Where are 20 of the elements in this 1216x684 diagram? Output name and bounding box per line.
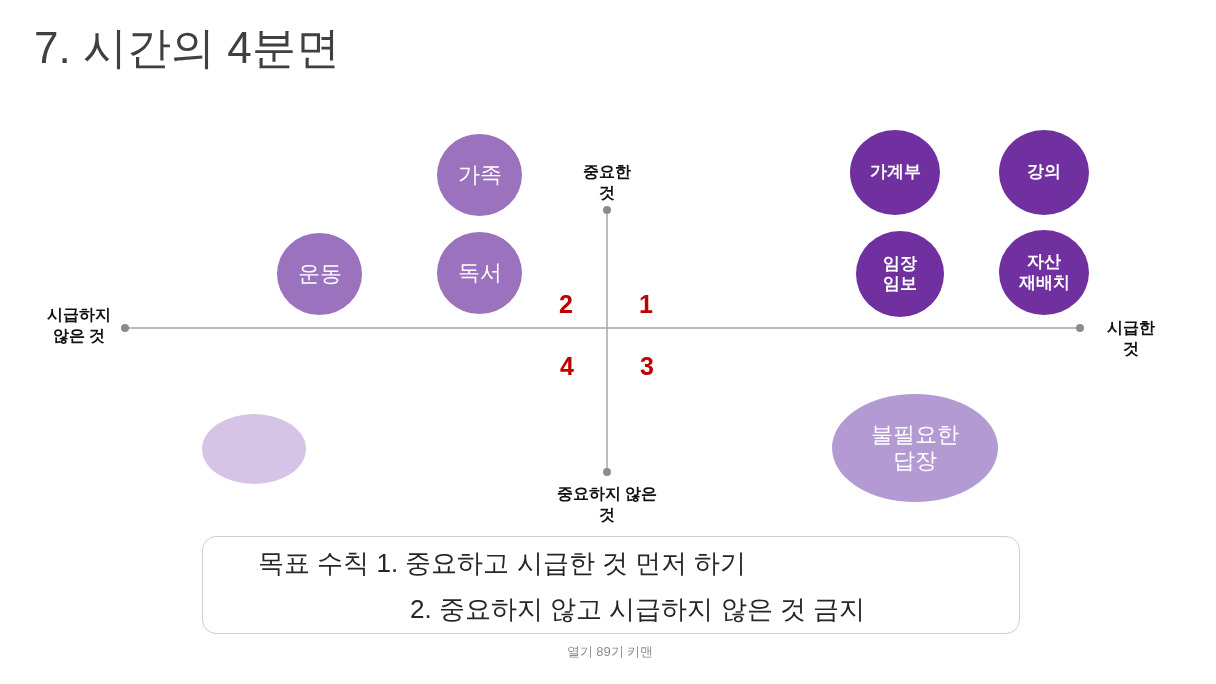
activity-label: 불필요한 답장 [871,421,959,475]
quadrant-number: 1 [639,289,653,319]
activity-label: 가계부 [869,162,921,183]
activity-label: 임장 임보 [883,253,917,295]
caption: 열기 89기 키맨 [566,643,654,660]
quadrant-number: 4 [560,351,574,381]
activity-label: 운동 [297,260,342,288]
activity-label: 가족 [457,161,502,189]
axis-label: 시급한 것 [1107,318,1155,359]
axis-label: 중요하지 않은 것 [555,484,659,525]
activity-label: 독서 [457,259,502,287]
activity-label: 강의 [1027,162,1061,183]
quadrant-number: 3 [640,351,654,381]
axis-label: 시급하지 않은 것 [47,305,111,346]
axis-label: 중요한 것 [583,162,631,203]
rule-text: 2. 중요하지 않고 시급하지 않은 것 금지 [410,593,866,626]
rule-text: 목표 수칙 1. 중요하고 시급한 것 먼저 하기 [258,547,747,580]
title: 7. 시간의 4분면 [34,22,340,74]
quadrant-number: 2 [559,289,573,319]
activity-label: 자산 재배치 [1018,252,1070,293]
